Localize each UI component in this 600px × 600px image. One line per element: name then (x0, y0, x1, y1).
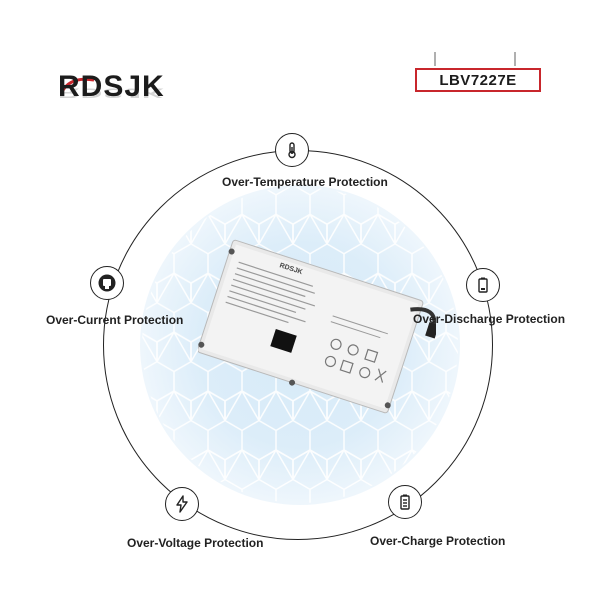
logo-text: RDSJK (58, 70, 165, 103)
logo-swoosh-icon (60, 77, 95, 93)
over-discharge-label: Over-Discharge Protection (413, 312, 566, 326)
over-temperature-label: Over-Temperature Protection (222, 175, 388, 189)
over-charge-badge (388, 485, 422, 519)
plug-icon (98, 274, 116, 292)
over-current-badge (90, 266, 124, 300)
model-code-box: LBV7227E (415, 68, 541, 92)
battery-full-icon (400, 494, 410, 510)
model-code: LBV7227E (439, 71, 517, 89)
logo-reflection: RDSJK (58, 85, 165, 100)
thermometer-icon (288, 142, 296, 159)
lightning-icon (176, 495, 188, 513)
over-discharge-badge (466, 268, 500, 302)
model-tick-left (434, 52, 436, 66)
model-tick-right (514, 52, 516, 66)
over-voltage-badge (165, 487, 199, 521)
over-charge-label: Over-Charge Protection (370, 534, 506, 548)
brand-logo: RDSJK RDSJK (58, 70, 198, 130)
battery-pack-image: RDSJK (198, 239, 436, 414)
battery-low-icon (478, 277, 488, 293)
over-current-label: Over-Current Protection (46, 313, 184, 327)
over-temperature-badge (275, 133, 309, 167)
over-voltage-label: Over-Voltage Protection (127, 536, 264, 550)
